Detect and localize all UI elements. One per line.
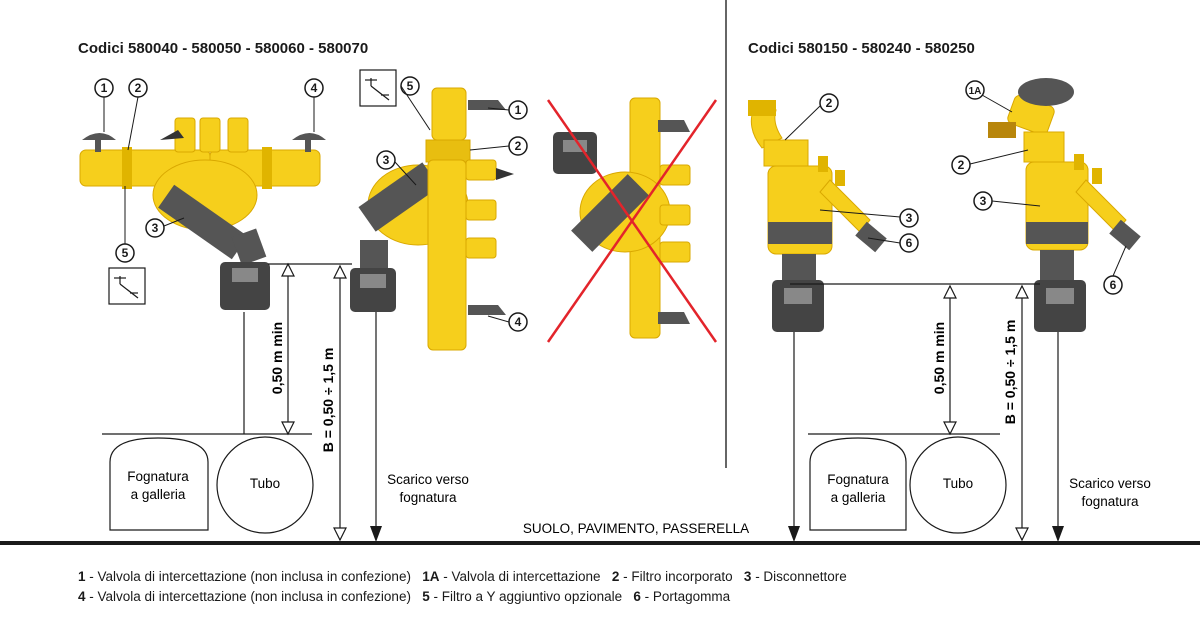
callout-3-r1 [899, 208, 919, 228]
sewer-tunnel-left [109, 437, 209, 531]
legend-row-2: 4 - Valvola di intercettazione (non incl… [78, 589, 730, 604]
vertical-valve-assembly [350, 87, 514, 351]
callout-number: Scarico verso [387, 472, 469, 487]
callout-3-mid [376, 150, 396, 170]
callout-number: 2 [515, 139, 522, 153]
callout-number: Scarico verso [1069, 476, 1151, 491]
legend-row-1: 1 - Valvola di intercettazione (non incl… [78, 569, 847, 584]
callout-number: fognatura [1081, 494, 1139, 509]
left-dimensions [102, 262, 377, 542]
legend-num: 4 [78, 589, 86, 604]
min-height-label-left: 0,50 m min [269, 322, 285, 394]
callout-number: 2 [135, 81, 142, 95]
callout-number: 1A [969, 86, 982, 97]
callout-number: a galleria [831, 490, 886, 505]
y-filter-symbol-mid [359, 69, 397, 107]
legend-text: - Filtro incorporato [619, 569, 733, 584]
callout-1a-r2 [965, 80, 985, 100]
callout-number: Tubo [943, 476, 973, 491]
callout-number: 6 [1110, 278, 1117, 292]
legend-text: - Valvola di intercettazione (non inclus… [85, 589, 411, 604]
callout-number: 3 [906, 211, 913, 225]
right-valve-assembly-2 [988, 78, 1141, 332]
callout-number: 2 [826, 96, 833, 110]
right-codes-title: Codici 580150 - 580240 - 580250 [748, 40, 975, 57]
callout-number: 3 [383, 153, 390, 167]
legend-text: - Disconnettore [751, 569, 847, 584]
legend-num: 6 [633, 589, 641, 604]
callout-number: 1 [101, 81, 108, 95]
legend-num: 2 [611, 569, 620, 584]
callout-number: 5 [122, 246, 129, 260]
callout-number: 4 [515, 315, 522, 329]
callout-number: 4 [311, 81, 318, 95]
y-filter-symbol-left [108, 267, 146, 305]
callout-number: Fognatura [127, 469, 189, 484]
legend-text: - Filtro a Y aggiuntivo opzionale [429, 589, 623, 604]
callout-2-r2 [951, 155, 971, 175]
sewer-tunnel-right [809, 437, 907, 531]
legend-num: 1A [422, 569, 440, 584]
callout-number: 3 [980, 194, 987, 208]
callout-number: 6 [906, 236, 913, 250]
callout-number: Fognatura [827, 472, 889, 487]
callout-2-r1 [819, 93, 839, 113]
callout-number: 2 [958, 158, 965, 172]
legend-text: - Portagomma [640, 589, 731, 604]
pipe-left [216, 436, 314, 534]
callout-number: 1 [515, 103, 522, 117]
legend-text: - Valvola di intercettazione [439, 569, 601, 584]
callout-number: 3 [152, 221, 159, 235]
legend-text: - Valvola di intercettazione (non inclus… [85, 569, 411, 584]
callout-3-left [145, 218, 165, 238]
ground-label: SUOLO, PAVIMENTO, PASSERELLA [523, 521, 749, 536]
left-codes-title: Codici 580040 - 580050 - 580060 - 580070 [78, 40, 369, 57]
legend-num: 1 [78, 569, 86, 584]
callout-number: Tubo [250, 476, 280, 491]
incorrect-installation [546, 97, 718, 343]
right-valve-assembly-1 [748, 100, 887, 332]
cross-line-b [546, 99, 718, 343]
right-dimensions [790, 283, 1059, 542]
callout-number: fognatura [399, 490, 457, 505]
b-height-label-left: B = 0,50 ÷ 1,5 m [320, 348, 336, 453]
legend-num: 5 [422, 589, 430, 604]
callout-number: a galleria [131, 487, 186, 502]
pipe-right [909, 436, 1007, 534]
b-height-label-right: B = 0,50 ÷ 1,5 m [1002, 320, 1018, 425]
legend-num: 3 [743, 569, 752, 584]
min-height-label-right: 0,50 m min [931, 322, 947, 394]
horizontal-valve-assembly [79, 117, 326, 310]
callout-number: 5 [407, 79, 414, 93]
